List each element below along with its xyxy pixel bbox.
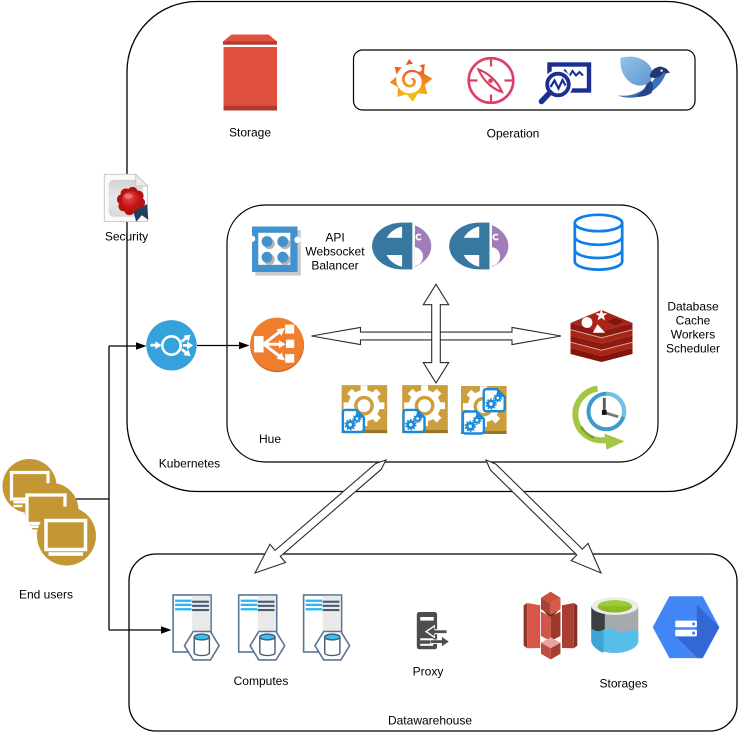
svg-text:Cache: Cache	[676, 314, 711, 328]
svg-text:Database: Database	[667, 300, 719, 314]
svg-text:Hue: Hue	[259, 432, 281, 446]
svg-text:Balancer: Balancer	[311, 259, 358, 273]
svg-text:Computes: Computes	[234, 674, 289, 688]
svg-text:Scheduler: Scheduler	[666, 342, 720, 356]
svg-text:End users: End users	[19, 588, 73, 602]
svg-text:Security: Security	[105, 230, 148, 244]
svg-text:Storages: Storages	[599, 677, 647, 691]
svg-text:Storage: Storage	[229, 126, 271, 140]
svg-text:Kubernetes: Kubernetes	[159, 457, 220, 471]
svg-text:Websocket: Websocket	[305, 245, 365, 259]
svg-text:Workers: Workers	[671, 328, 715, 342]
svg-text:Operation: Operation	[487, 127, 540, 141]
svg-text:API: API	[325, 231, 344, 245]
svg-text:Datawarehouse: Datawarehouse	[388, 714, 472, 728]
svg-text:Proxy: Proxy	[413, 665, 444, 679]
